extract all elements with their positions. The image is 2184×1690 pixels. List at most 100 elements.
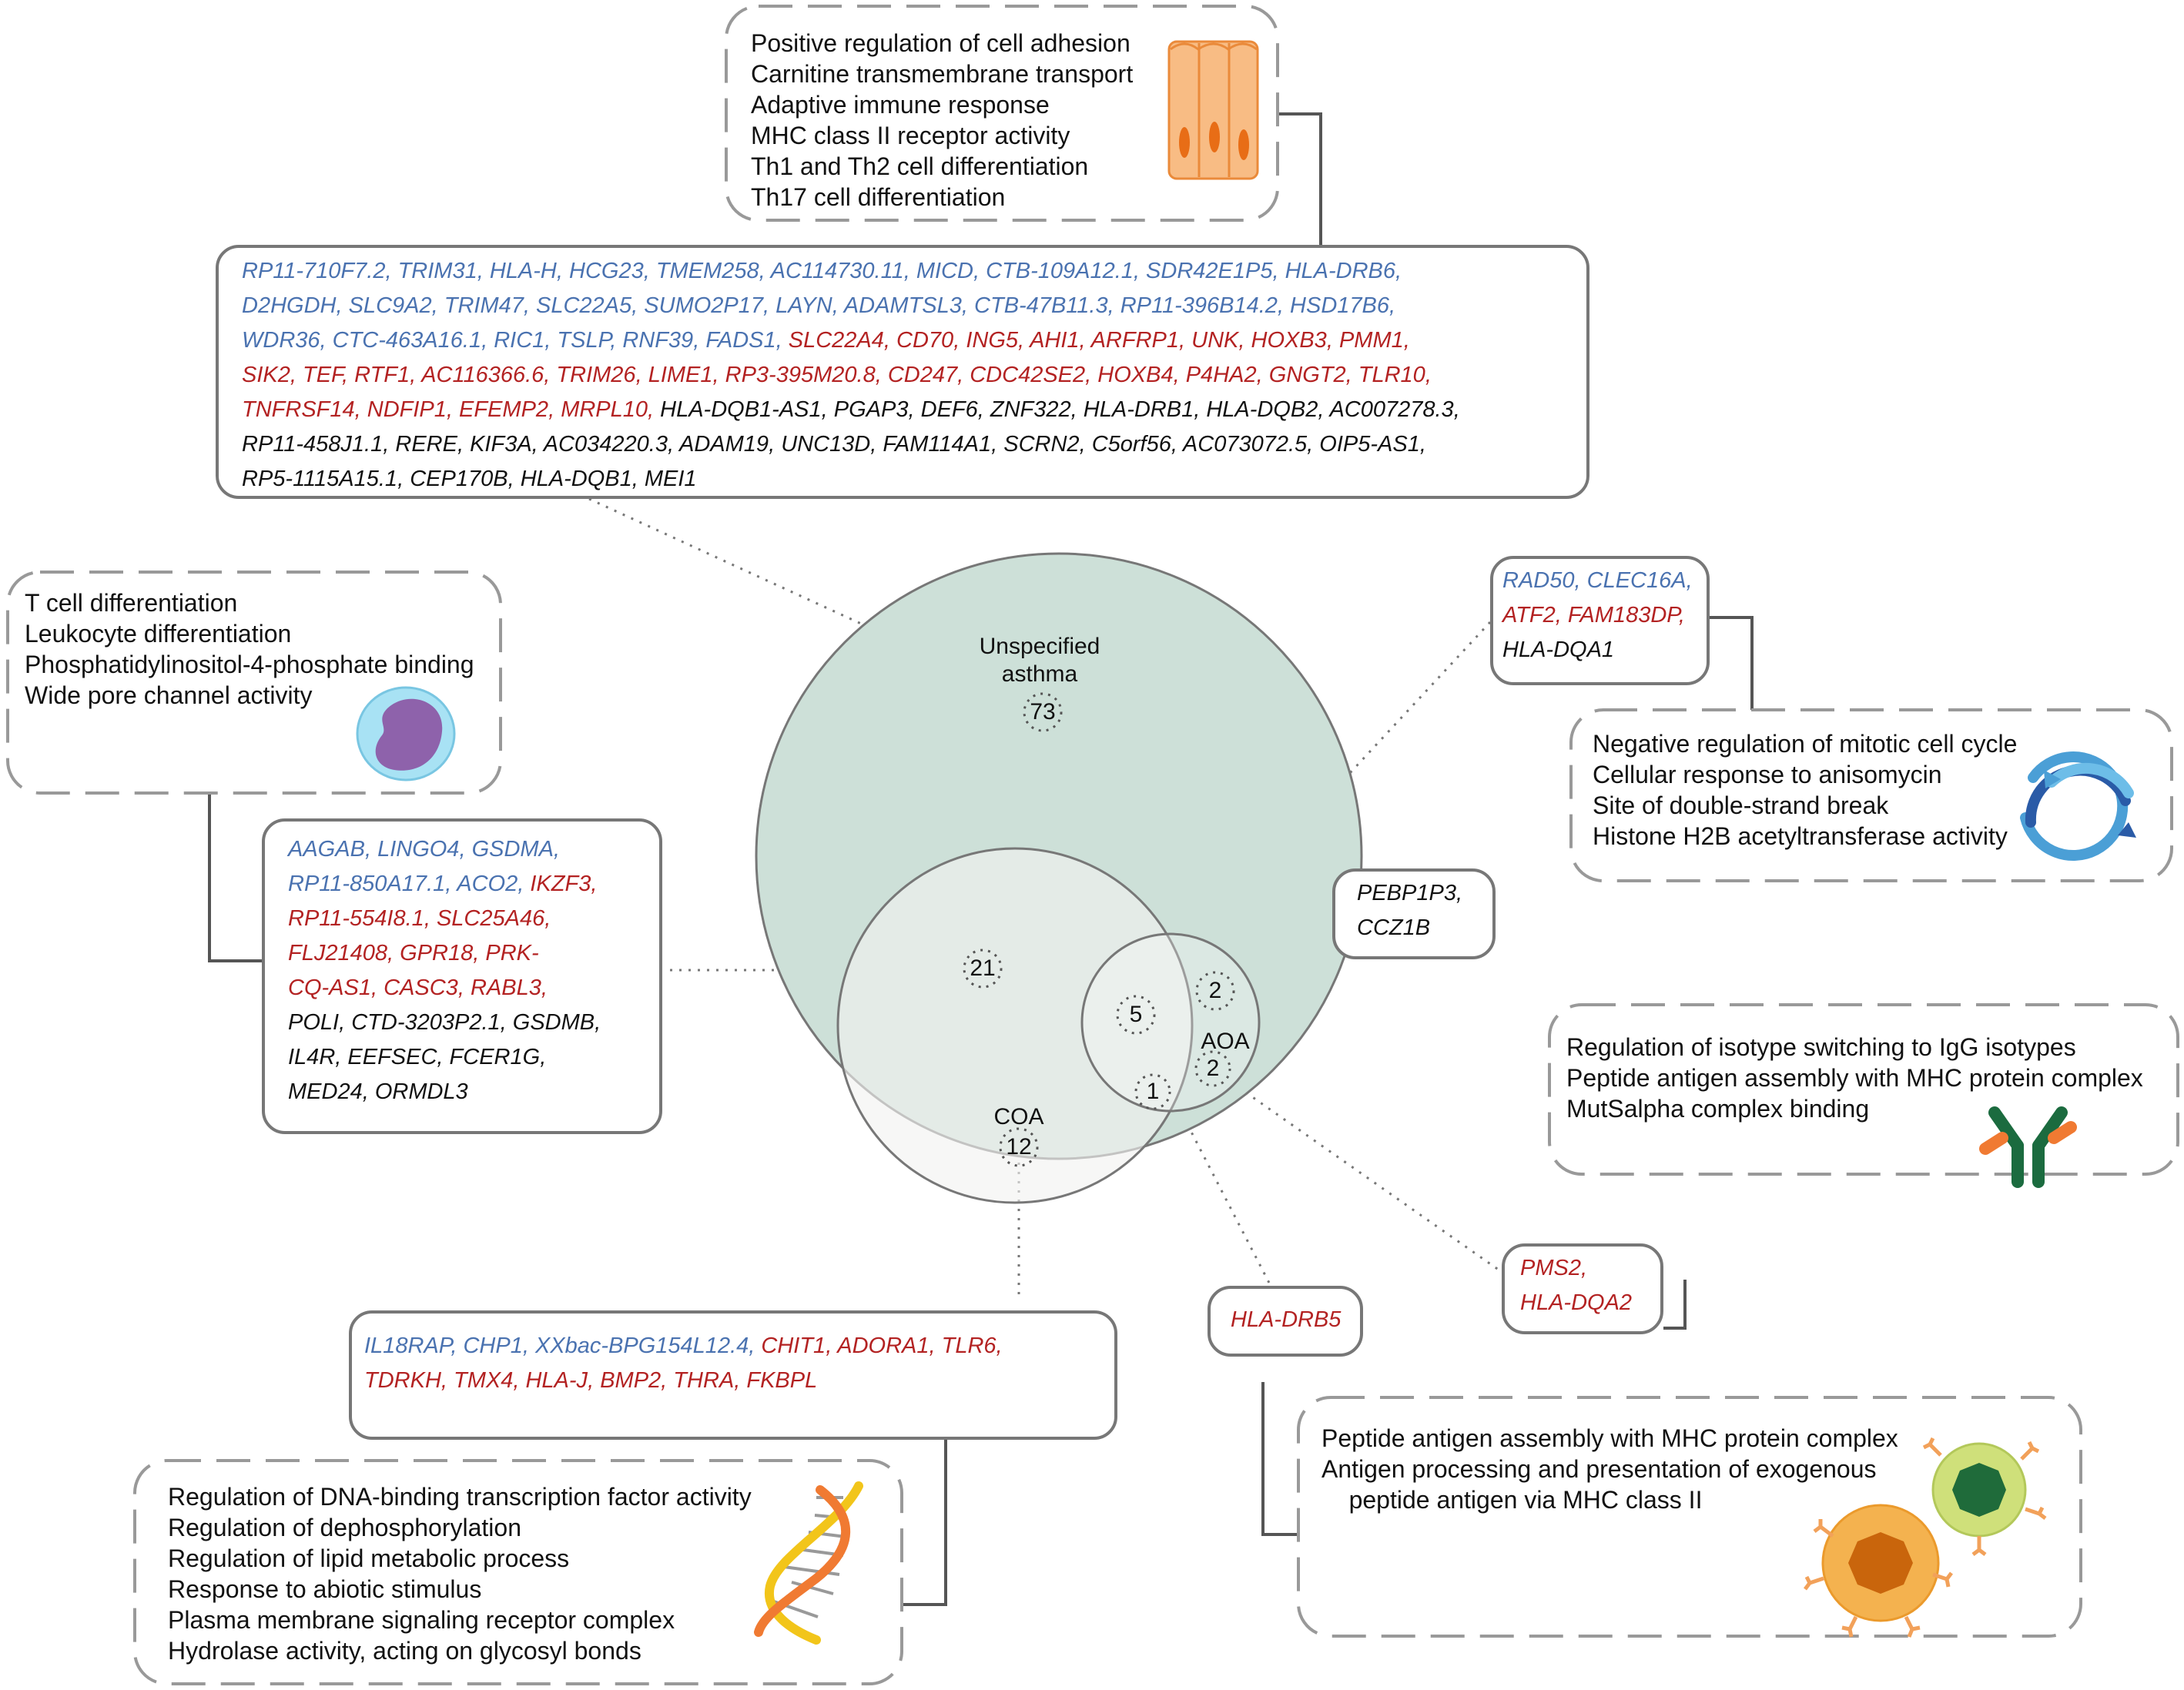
gene-name: HLA-DRB6 <box>1285 259 1396 283</box>
gene-name: EFEMP2 <box>459 397 549 422</box>
gene-separator: , <box>957 363 970 387</box>
gene-line: SIK2, TEF, RTF1, AC116366.6, TRIM26, LIM… <box>242 358 1582 393</box>
gene-name: ACO2 <box>457 872 518 896</box>
gene-name: AHI1 <box>1030 328 1080 353</box>
coa-count: 12 <box>1006 1134 1032 1160</box>
gene-line: D2HGDH, SLC9A2, TRIM47, SLC22A5, SUMO2P1… <box>242 289 1582 323</box>
gene-name: XXbac-BPG154L12.4 <box>534 1334 749 1358</box>
gene-name: KIF3A <box>470 432 532 457</box>
gene-name: RP11-458J1.1 <box>242 432 384 457</box>
gene-separator: , <box>826 1334 838 1358</box>
gene-name: AC007278.3 <box>1329 397 1454 422</box>
gene-separator: , <box>1425 363 1432 387</box>
unspecified-terms: Positive regulation of cell adhesion Car… <box>751 28 1133 213</box>
gene-separator: , <box>1085 363 1098 387</box>
gene-name: SLC9A2 <box>348 293 432 318</box>
gene-name: PMS2 <box>1520 1256 1581 1280</box>
term: Carnitine transmembrane transport <box>751 60 1134 88</box>
term: Cellular response to anisomycin <box>1593 761 1942 788</box>
gene-separator: , <box>335 1045 348 1069</box>
gene-separator: , <box>875 363 888 387</box>
gene-separator: , <box>631 293 645 318</box>
gene-name: RIC1 <box>494 328 545 353</box>
gene-separator: , <box>1018 328 1030 353</box>
gene-separator: , <box>832 293 844 318</box>
gene-name: HLA-DQB2 <box>1206 397 1318 422</box>
term: Hydrolase activity, acting on glycosyl b… <box>168 1637 641 1665</box>
gene-name: RAD50 <box>1502 568 1575 593</box>
gene-line: MED24, ORMDL3 <box>288 1075 658 1109</box>
gene-separator: , <box>1307 432 1320 457</box>
gene-name: TMX4 <box>454 1368 514 1393</box>
count-rings <box>963 692 1235 1167</box>
gene-name: BMP2 <box>600 1368 662 1393</box>
connector-lines <box>208 112 1754 1606</box>
gene-line: CQ-AS1, CASC3, RABL3, <box>288 971 658 1006</box>
gene-separator: , <box>1107 293 1120 318</box>
gene-separator: , <box>1678 603 1685 627</box>
gene-line: TNFRSF14, NDFIP1, EFEMP2, MRPL10, HLA-DQ… <box>242 393 1582 427</box>
gene-name: AC116366.6 <box>421 363 544 387</box>
gene-name: TEF <box>303 363 343 387</box>
aoa-label: AOA <box>1201 1029 1250 1054</box>
coa-gene-list: IL18RAP, CHP1, XXbac-BPG154L12.4, CHIT1,… <box>364 1329 1111 1398</box>
unspecified-count: 73 <box>1030 699 1056 725</box>
gene-separator: , <box>1256 363 1269 387</box>
aoa-count: 2 <box>1206 1056 1220 1081</box>
term: Peptide antigen assembly with MHC protei… <box>1566 1064 2143 1092</box>
gene-name: RP5-1115A15.1 <box>242 467 398 491</box>
gene-separator: , <box>440 1368 454 1393</box>
gene-name: RABL3 <box>470 976 541 1000</box>
gene-separator: , <box>996 1334 1003 1358</box>
gene-separator: , <box>1574 568 1587 593</box>
gene-separator: , <box>870 432 883 457</box>
gene-name: MED24 <box>288 1079 363 1104</box>
gene-separator: , <box>385 259 398 283</box>
venn-diagram <box>755 552 1363 1204</box>
gene-name: PRK- <box>485 941 539 965</box>
unspec-coa-gene-box: AAGAB, LINGO4, GSDMA,RP11-850A17.1, ACO2… <box>262 818 662 1134</box>
gene-separator: , <box>610 328 623 353</box>
term: Th17 cell differentiation <box>751 183 1006 211</box>
term: MutSalpha complex binding <box>1566 1095 1870 1123</box>
gene-name: PGAP3 <box>833 397 909 422</box>
gene-name: HLA-J <box>525 1368 588 1393</box>
coa-aoa-gene-box: HLA-DRB5 <box>1208 1286 1363 1357</box>
gene-separator: , <box>1238 328 1251 353</box>
gene-name: D2HGDH <box>242 293 337 318</box>
gene-separator: , <box>544 363 557 387</box>
gene-line: CCZ1B <box>1357 911 1496 945</box>
gene-separator: , <box>1453 397 1460 422</box>
term: Peptide antigen assembly with MHC protei… <box>1321 1424 1898 1452</box>
gene-line: ATF2, FAM183DP, <box>1502 598 1707 633</box>
gene-name: CTB-47B11.3 <box>974 293 1108 318</box>
gene-separator: , <box>481 328 494 353</box>
gene-separator: , <box>953 328 966 353</box>
gene-separator: , <box>929 1334 942 1358</box>
coa-circle <box>836 847 1194 1204</box>
term: Wide pore channel activity <box>25 681 313 709</box>
gene-separator: , <box>473 941 486 965</box>
gene-name: HLA-DQB1-AS1 <box>660 397 822 422</box>
gene-separator: , <box>446 397 460 422</box>
gene-separator: , <box>544 328 558 353</box>
gene-separator: , <box>477 259 490 283</box>
gene-separator: , <box>661 1368 674 1393</box>
gene-name: CASC3 <box>384 976 458 1000</box>
gene-separator: , <box>370 976 384 1000</box>
gene-separator: , <box>339 1010 352 1035</box>
leader-aoa <box>1230 1080 1502 1273</box>
gene-name: RP11-710F7.2 <box>242 259 386 283</box>
all-three-gene-box: RAD50, CLEC16A,ATF2, FAM183DP,HLA-DQA1 <box>1490 556 1710 685</box>
gene-separator: , <box>437 1045 450 1069</box>
term: MHC class II receptor activity <box>751 122 1070 149</box>
gene-separator: , <box>883 328 897 353</box>
connector-all-three <box>1710 616 1754 710</box>
gene-separator: , <box>457 976 471 1000</box>
unspec-coa-terms: T cell differentiation Leukocyte differe… <box>25 587 474 711</box>
gene-separator: , <box>397 467 410 491</box>
all-three-terms: Negative regulation of mitotic cell cycl… <box>1593 728 2017 852</box>
gene-name: ATF2 <box>1502 603 1556 627</box>
gene-line: RP5-1115A15.1, CEP170B, HLA-DQB1, MEI1 <box>242 462 1582 497</box>
